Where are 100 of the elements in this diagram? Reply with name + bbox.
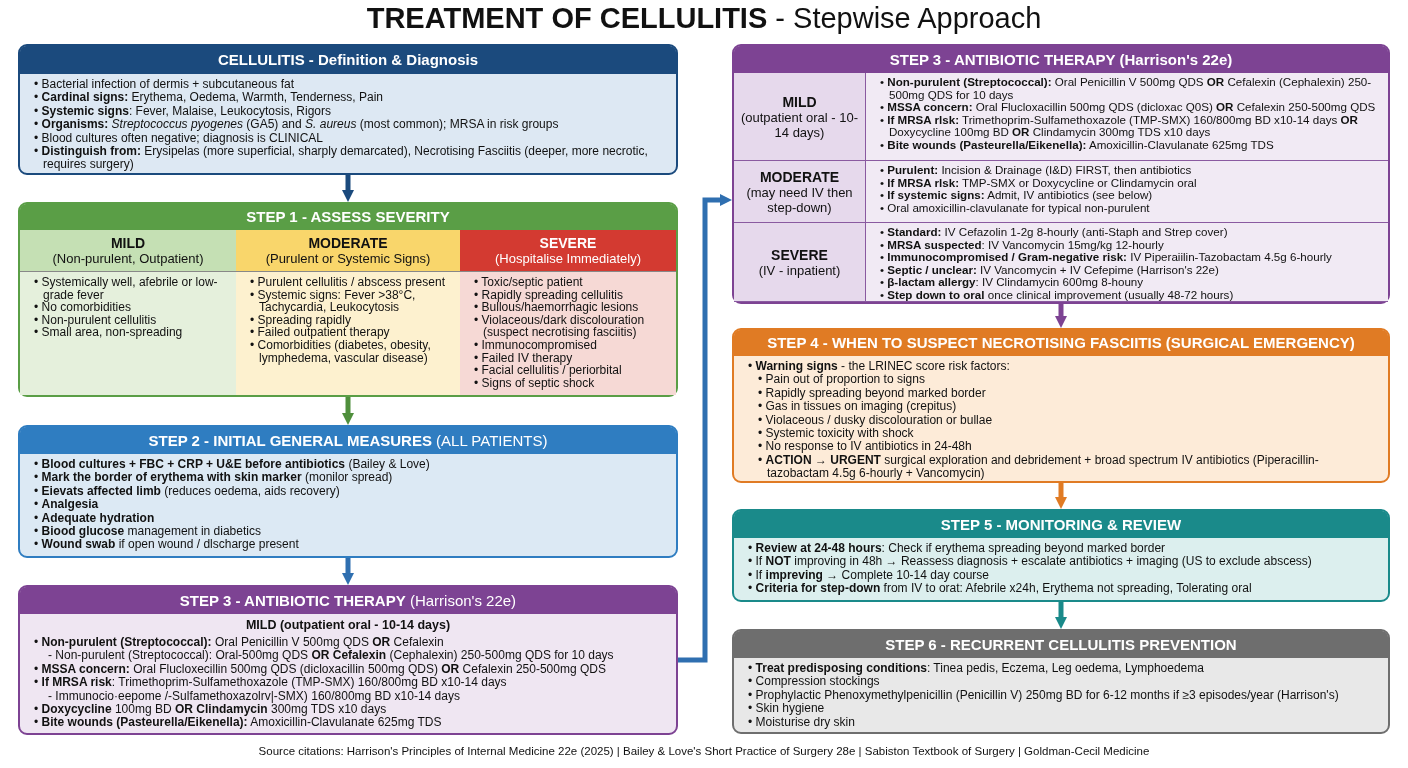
bullet-point: • Immunocompromised xyxy=(474,338,597,352)
bullet-point: • Systemic toxicity with shock xyxy=(758,427,915,441)
bullet-point: • Wound swab if open wound / dlscharge present xyxy=(34,538,300,552)
bullet-point: • Treat predisposing conditions: Tinea pedis, Eczema, Leg oedema, Lymphoedema xyxy=(748,662,1205,676)
table-row xyxy=(734,223,1388,302)
panel-header: CELLULITIS - Definition & Diagnosis xyxy=(20,46,676,74)
bullet-point: • Step down to oral once clinical improvement (usually 48-72 hours) xyxy=(880,288,1235,302)
bullet-point: • Moisturise dry skin xyxy=(748,715,856,730)
bullet-point: • Skin hygiene xyxy=(748,702,825,716)
severity-label: SEVERE xyxy=(538,235,598,251)
sub-heading: MILD (outpatient oral - 10-14 days) xyxy=(244,617,452,632)
bullet-point: • Mark the border of erythema with skin marker (monilor spread) xyxy=(34,471,394,485)
bullet-point: • Warning signs - the LRINEC score risk factors: xyxy=(748,360,1011,374)
severity-label: MODERATE xyxy=(758,168,841,185)
bullet-point: • If MRSA risk: Trimethoprim-Sulfamethoxazole (TMP-SMX) 160/800mg BD x10-14 days xyxy=(34,676,508,690)
bullet-point: • Septic / unclear: IV Vancomycin + IV Cefepime (Harrison's 22e) xyxy=(880,263,1219,277)
bullet-point: • MSSA concern: Oral Flucloxacillin 500mg QDS (dicloxac Q0S) OR Cefalexin 250-500mg QDS xyxy=(880,101,1377,114)
bullet-point: • Purulent cellulitis / abscess present xyxy=(250,276,446,289)
bullet-point: • If MRSA rlsk: Trimethoprim-Sulfamethoxazole (TMP-SMX) 160/800mg BD x10-14 days OR Doxycycline 100mg BD OR Clindamycin 300mg TDS x10 days xyxy=(880,113,1358,139)
warning-panel xyxy=(732,328,1390,483)
bullet-point: - Immunocio·eepome /-Sulfamethoxazolrv|-SMX) 160/800mg BD x10-14 days xyxy=(48,689,461,704)
bullet-point: • Comorbidities (diabetes, obesity, lymphedema, vascular disease) xyxy=(250,338,432,365)
severity-subtitle: (Non-purulent, Outpatient) xyxy=(51,251,205,266)
bullet-point: • Adequate hydration xyxy=(34,511,156,526)
monitoring-panel xyxy=(732,509,1390,602)
source-note: Source citations: Harrison's Principles of Internal Medicine 22e (2025) | Bailey & Love's Short Practice of Surgery 28e | Sabiston Textbook of Surgery | Goldman-Cecil Medicine xyxy=(257,745,1151,757)
severity-panel xyxy=(18,202,678,397)
bullet-point: • Toxic/septic patient xyxy=(474,276,584,289)
bullet-point: • Organisms: Streptococcus pyogenes (GA5) and S. aureus (most common); MRSA in risk groups xyxy=(34,118,560,132)
bullet-point: • Blood cultures + FBC + CRP + U&E before antibiotics (Bailey & Love) xyxy=(34,458,431,472)
bullet-point: • Analgesia xyxy=(34,498,100,512)
severity-label: SEVERE xyxy=(770,246,829,263)
severity-label: MILD xyxy=(781,93,818,110)
panel-header: STEP 6 - RECURRENT CELLULITIS PREVENTION xyxy=(734,631,1388,658)
bullet-point: • Signs of septic shock xyxy=(474,376,595,390)
bullet-point: • If MRSA rlsk: TMP-SMX or Doxycycline or Clindamycin oral xyxy=(880,176,1198,190)
bullet-point: • Non-purulent cellulitis xyxy=(34,313,157,327)
severity-column xyxy=(460,230,676,395)
bullet-point: • If impreving → Complete 10-14 day course xyxy=(748,568,989,583)
table-row xyxy=(734,73,1388,161)
bullet-point: • Biood glucose management in diabetics xyxy=(34,525,262,539)
bullet-point: • Violaceous / dusky discolouration or bullae xyxy=(758,413,994,428)
bullet-point: • Blood cultures often negative; diagnosis is CLINICAL xyxy=(34,131,325,146)
panel-header: STEP 3 - ANTIBIOTIC THERAPY (Harrison's 22e) xyxy=(20,587,676,614)
bullet-point: • Bullous/haemorrhagic lesions xyxy=(474,301,640,314)
panel-header: STEP 4 - WHEN TO SUSPECT NECROTISING FASCIITIS (SURGICAL EMERGENCY) xyxy=(734,330,1388,356)
flow-arrow xyxy=(1055,304,1067,328)
flow-arrow xyxy=(342,397,354,425)
bullet-point: • β-lactam allergy: IV Clindamycin 600mg 8-houny xyxy=(880,276,1144,289)
bullet-point: • Distinguish from: Erysipelas (more superficial, sharply demarcated), Necrotising Fasciitis (deeper, more necrotic, requires surgery) xyxy=(34,145,649,172)
bullet-point: • Systemic signs: Fever >38°C, Tachycardia, Leukocytosis xyxy=(250,288,416,314)
severity-subtitle: (Hospitalise Immediately) xyxy=(494,251,642,266)
flow-arrow xyxy=(1055,483,1067,509)
bullet-point: • Cardinal signs: Erythema, Oedema, Warmth, Tenderness, Pain xyxy=(34,91,384,105)
bullet-point: • Prophylactic Phenoxymethylpenicillin (Penicillin V) 250mg BD for 6-12 months if ≥3 episodes/year (Harrison's) xyxy=(748,688,1340,703)
bullet-point: • Failed IV therapy xyxy=(474,351,573,365)
bullet-point: • If systemic signs: Admit, IV antibiotics (see below) xyxy=(880,189,1153,202)
bullet-point: • MSSA concern: Oral Flucloxecillin 500mg QDS (dicloxacillin 500mg QDS) OR Cefalexin 250-500mg QDS xyxy=(34,662,606,677)
bullet-point: • Spreading rapidly xyxy=(250,313,352,327)
bullet-point: • Facial cellulitis / periorbital xyxy=(474,364,623,377)
severity-subtitle: (IV - inpatient) xyxy=(757,262,842,278)
severity-label: MODERATE xyxy=(307,235,389,251)
bullet-point: • Non-purulent (Streptococcal): Oral Penicillin V 500mg QDS OR Cefalexin (Cephalexin) 250-500mg QDS for 10 days xyxy=(880,76,1373,102)
severity-label: MILD xyxy=(109,235,147,251)
bullet-point: • Rapidly spreading cellulitis xyxy=(474,288,623,302)
bullet-point: • Criteria for step-down from IV to orat: Afebrile x24h, Erythema not spreading, Tolerating oral xyxy=(748,582,1253,596)
diagram-title: TREATMENT OF CELLULITIS - Stepwise Approach xyxy=(365,2,1043,35)
bullet-point: • Eievats affected limb (reduces oedema, aids recovery) xyxy=(34,484,340,499)
bullet-point: • Compression stockings xyxy=(748,675,881,689)
panel-header: STEP 2 - INITIAL GENERAL MEASURES (ALL PATIENTS) xyxy=(20,427,676,454)
bullet-point: • ACTION → URGENT surgical exploration and debridement + broad spectrum IV antibiotics (Piperacillin-tazobactam 4.5g 6-hourly + Vancomycin) xyxy=(758,453,1320,481)
antibiotic-panel xyxy=(18,585,678,735)
severity-column xyxy=(236,230,460,395)
table-row xyxy=(734,161,1388,223)
bullet-point: • Pain out of proportion to signs xyxy=(758,373,926,387)
bullet-point: • Bite wounds (Pasteurella/Eikenella): Amoxicillin-Clavulanate 625mg TDS xyxy=(880,138,1275,152)
bullet-point: • No response to IV antibiotics in 24-48h xyxy=(758,440,973,454)
bullet-point: • Doxycycline 100mg BD OR Clindamycin 300mg TDS x10 days xyxy=(34,703,388,717)
bullet-point: - Non-purulent (Streptococcal): Oral-500mg QDS OR Cefalexin (Cephalexin) 250-500mg QDS for 10 days xyxy=(48,649,615,663)
bullet-point: • Oral amoxicillin-clavulanate for typical non-purulent xyxy=(880,201,1150,215)
bullet-point: • Systemic signs: Fever, Malaise, Leukocytosis, Rigors xyxy=(34,104,332,119)
definition-panel xyxy=(18,44,678,175)
bullet-point: • Violaceous/dark discolouration (suspect necrotising fasciitis) xyxy=(474,313,646,339)
severity-column xyxy=(20,230,236,395)
bullet-point: • Gas in tissues on imaging (crepitus) xyxy=(758,400,958,414)
bullet-point: • Non-purulent (Streptococcal): Oral Penicillin V 500mg QDS OR Cefalexin xyxy=(34,636,445,650)
bullet-point: • No comorbidities xyxy=(34,301,132,314)
bullet-point: • Bite wounds (Pasteurella/Eikenella): Amoxicillin-Clavulanate 625mg TDS xyxy=(34,716,443,730)
bullet-point: • Standard: IV Cefazolin 1-2g 8-hourly (anti-Staph and Strep cover) xyxy=(880,226,1229,239)
bullet-point: • MRSA suspected: IV Vancomycin 15mg/kg 12-hourly xyxy=(880,238,1165,252)
bullet-point: • Bacterial infection of dermis + subcutaneous fat xyxy=(34,78,295,92)
bullet-point: • If NOT improving in 48h → Reassess diagnosis + escalate antibiotics + imaging (US to exclude abscess) xyxy=(748,555,1313,569)
severity-subtitle: (outpatient oral - 10-14 days) xyxy=(739,109,860,140)
bullet-point: • Systemically well, afebrile or low-grade fever xyxy=(34,276,219,302)
panel-header: STEP 1 - ASSESS SEVERITY xyxy=(20,204,676,230)
bullet-point: • Purulent: Incision & Drainage (I&D) FIRST, then antibiotics xyxy=(880,164,1193,177)
flow-arrow xyxy=(342,558,354,585)
panel-header: STEP 3 - ANTIBIOTIC THERAPY (Harrison's 22e) xyxy=(734,46,1388,73)
bullet-point: • Review at 24-48 hours: Check if erythema spreading beyond marked border xyxy=(748,542,1167,556)
flow-arrow xyxy=(678,194,732,663)
